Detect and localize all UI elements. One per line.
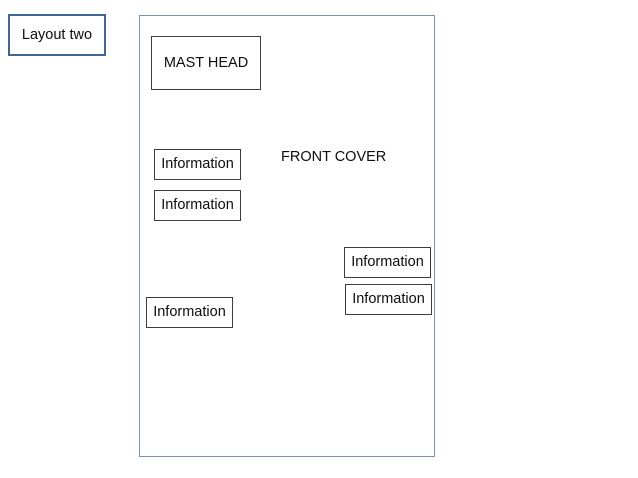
layout-title-box: Layout two [8, 14, 106, 56]
information-box-label: Information [161, 156, 234, 173]
information-box-label: Information [153, 304, 226, 321]
information-box-label: Information [161, 197, 234, 214]
masthead-label: MAST HEAD [163, 54, 249, 71]
information-box: Information [146, 297, 233, 328]
front-cover-caption: FRONT COVER [281, 149, 387, 165]
masthead-box: MAST HEAD [151, 36, 261, 90]
front-cover-page-panel: MAST HEAD FRONT COVER Information Inform… [139, 15, 435, 457]
information-box-label: Information [351, 254, 424, 271]
information-box-label: Information [352, 291, 425, 308]
information-box: Information [344, 247, 431, 278]
information-box: Information [154, 190, 241, 221]
information-box: Information [154, 149, 241, 180]
layout-title-label: Layout two [21, 26, 93, 43]
information-box: Information [345, 284, 432, 315]
